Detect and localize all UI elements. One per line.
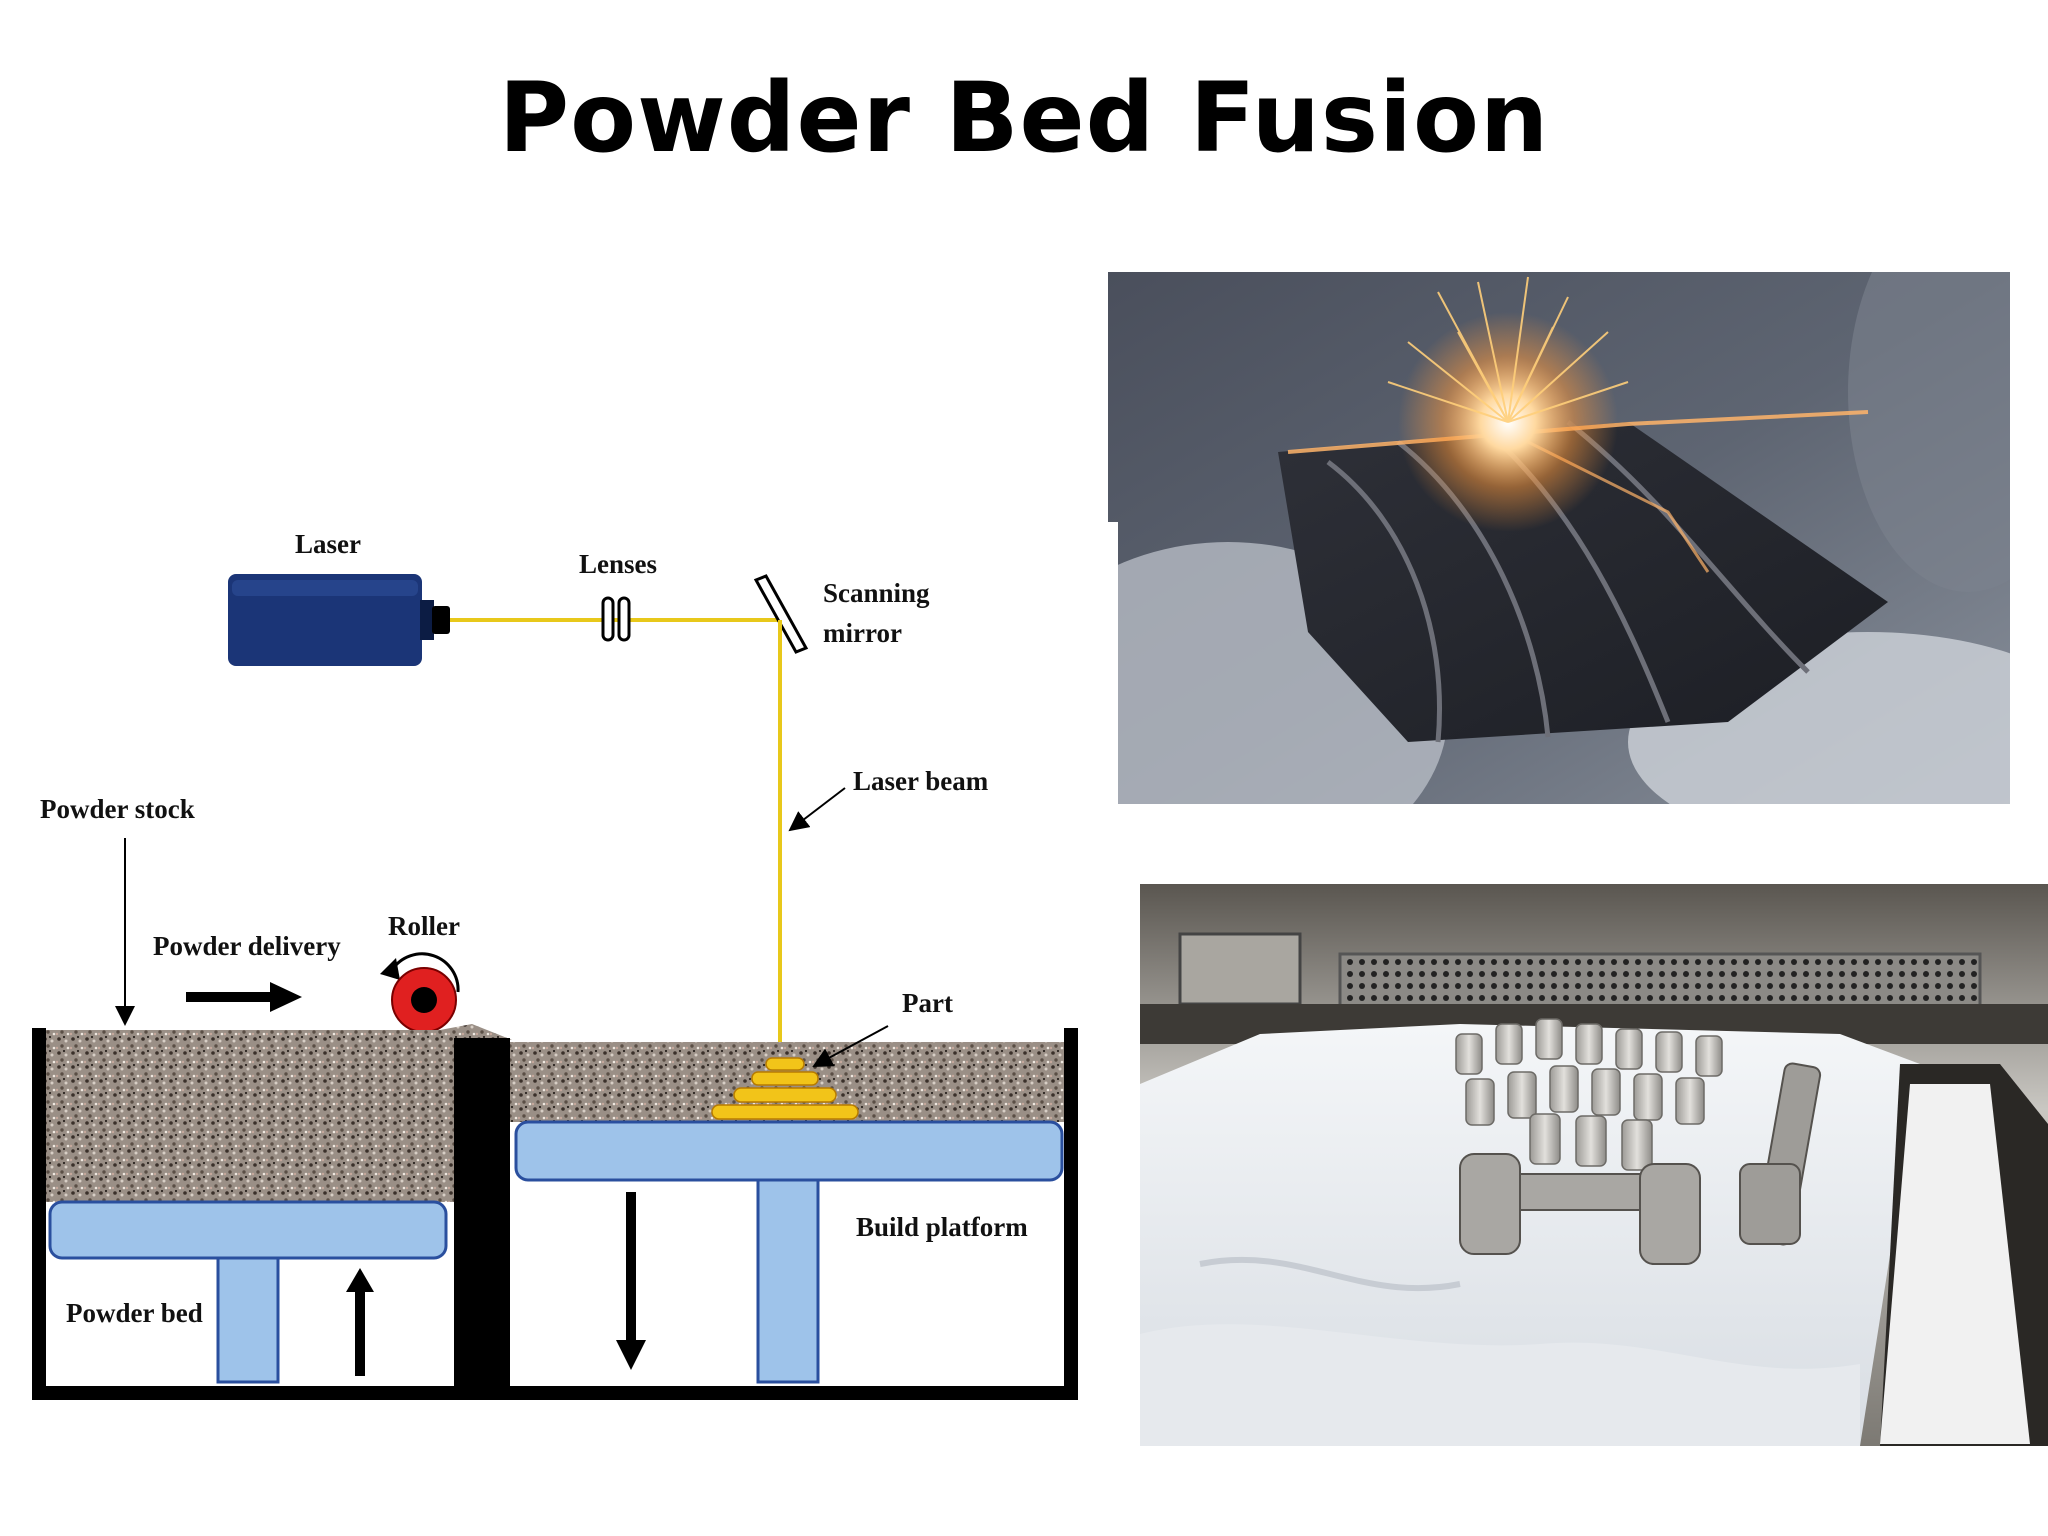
build-platform bbox=[514, 1120, 1064, 1182]
slide-title: Powder Bed Fusion bbox=[498, 62, 1550, 174]
printed-pins bbox=[1455, 1018, 1723, 1171]
powder-bed-label: Powder bed bbox=[66, 1298, 203, 1328]
printed-dumbbell-part bbox=[1459, 1153, 1701, 1265]
part-label: Part bbox=[902, 988, 953, 1018]
chamber-walls bbox=[32, 1028, 1078, 1400]
scanning-mirror-label-line2: mirror bbox=[823, 618, 902, 648]
part-pointer bbox=[812, 1025, 889, 1067]
laser-melting-impeller-photo bbox=[1108, 272, 2010, 804]
build-platform-shaft bbox=[756, 1178, 820, 1384]
laser-source bbox=[228, 574, 450, 666]
build-platform-label: Build platform bbox=[856, 1212, 1028, 1242]
powder-stock-label: Powder stock bbox=[40, 794, 195, 824]
powder-bed-fusion-diagram: Laser Lenses Scanning mirror Laser beam … bbox=[32, 529, 1078, 1400]
powder-delivery-arrow bbox=[186, 982, 302, 1012]
powder-piston-platform bbox=[48, 1200, 448, 1260]
scanning-mirror bbox=[753, 574, 809, 654]
powder-piston-shaft bbox=[216, 1256, 280, 1384]
scanning-mirror-label-line1: Scanning bbox=[823, 578, 930, 608]
part bbox=[711, 1057, 859, 1120]
powder-delivery-label: Powder delivery bbox=[153, 931, 341, 961]
laser-beam-label: Laser beam bbox=[853, 766, 989, 796]
roller bbox=[391, 967, 457, 1033]
build-platform-down-arrow bbox=[616, 1192, 646, 1370]
powder-stock-bed bbox=[46, 1030, 456, 1202]
roller-label: Roller bbox=[388, 911, 460, 941]
powder-piston-up-arrow bbox=[346, 1268, 374, 1376]
laser-beam-pointer bbox=[788, 787, 846, 832]
lenses bbox=[601, 596, 631, 642]
printed-parts-in-powder-photo bbox=[1140, 884, 2048, 1446]
lenses-label: Lenses bbox=[579, 549, 657, 579]
laser-label: Laser bbox=[295, 529, 361, 559]
roller-rotation-arrow bbox=[390, 952, 460, 993]
printed-bracket-part bbox=[1739, 1062, 1822, 1246]
